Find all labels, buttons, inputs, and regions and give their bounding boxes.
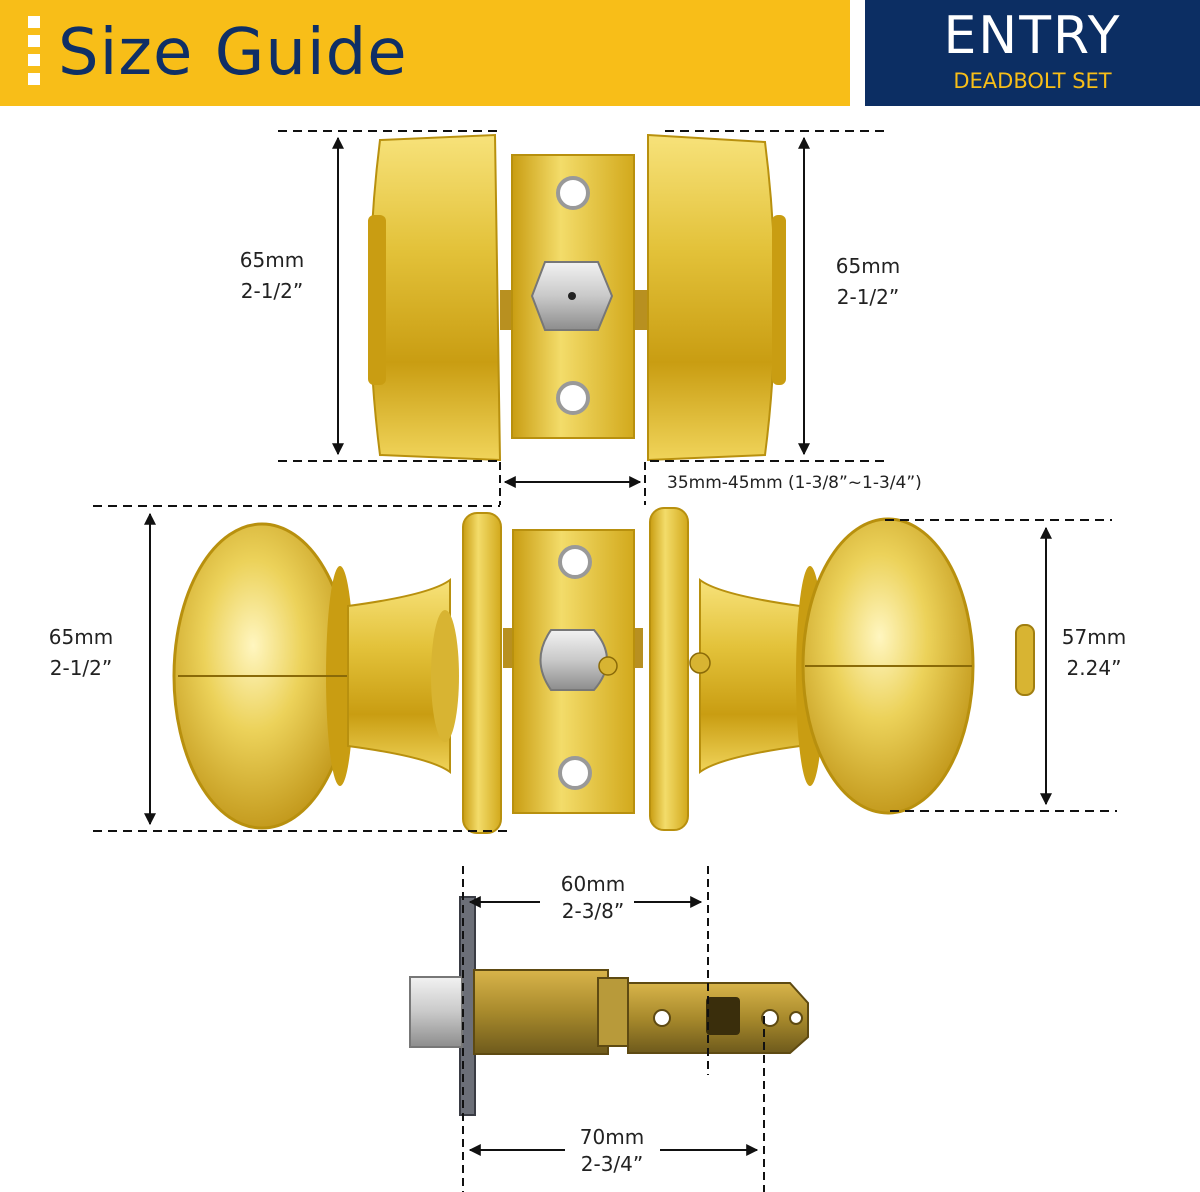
knob-left-height-label: 65mm 2-1/2” [34, 622, 128, 684]
latch-illustration [409, 896, 809, 1116]
knob-set-illustration [172, 507, 1035, 834]
badge-title: ENTRY [943, 6, 1122, 66]
deadbolt-right-height-mm: 65mm [835, 254, 901, 278]
latch-long-backset-mm: 70mm [579, 1125, 645, 1149]
knob-right-height-label: 57mm 2.24” [1050, 622, 1138, 684]
product-badge: ENTRY DEADBOLT SET [865, 0, 1200, 106]
deadbolt-left-height-in: 2-1/2” [240, 279, 304, 303]
latch-long-backset-in: 2-3/4” [580, 1152, 644, 1176]
deadbolt-right-height-label: 65mm 2-1/2” [822, 251, 914, 313]
page-title: Size Guide [58, 16, 408, 90]
deadbolt-dimension-lines [278, 130, 888, 505]
deadbolt-left-height-mm: 65mm [239, 248, 305, 272]
latch-dimension-lines [462, 866, 765, 1192]
badge-subtitle: DEADBOLT SET [953, 69, 1112, 93]
size-guide-banner: Size Guide [0, 0, 850, 106]
deadbolt-left-height-label: 65mm 2-1/2” [226, 245, 318, 307]
door-thickness-label: 35mm-45mm (1-3/8”~1-3/4”) [667, 473, 922, 493]
latch-short-backset-in: 2-3/8” [561, 899, 625, 923]
knob-left-height-in: 2-1/2” [49, 656, 113, 680]
knob-left-height-mm: 65mm [48, 625, 114, 649]
decorative-dots [28, 16, 40, 92]
deadbolt-illustration [368, 133, 786, 462]
latch-short-backset-label: 60mm 2-3/8” [543, 871, 643, 925]
latch-short-backset-mm: 60mm [560, 872, 626, 896]
knob-right-height-in: 2.24” [1066, 656, 1122, 680]
knob-right-height-mm: 57mm [1061, 625, 1127, 649]
latch-long-backset-label: 70mm 2-3/4” [562, 1124, 662, 1178]
deadbolt-right-height-in: 2-1/2” [836, 285, 900, 309]
knob-dimension-lines [93, 505, 1117, 832]
